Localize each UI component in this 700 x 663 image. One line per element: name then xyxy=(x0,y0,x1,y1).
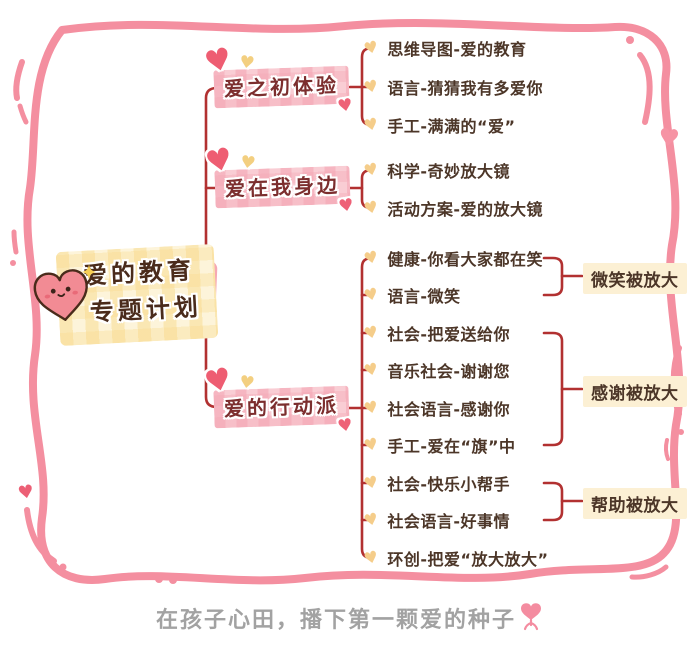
heart-bullet-icon: ♥ xyxy=(361,508,381,531)
leaf-item: ♥ 科学-奇妙放大镜 xyxy=(361,157,510,183)
leaf-text: 社会语言-好事情 xyxy=(387,512,510,531)
leaf-item: ♥ 语言-微笑 xyxy=(361,282,461,308)
leaf-item: ♥ 手工-满满的“爱” xyxy=(361,112,516,138)
frame-dot xyxy=(626,36,634,44)
branch-label: 爱的行动派 xyxy=(223,393,340,421)
leaf-item: ♥ 活动方案-爱的放大镜 xyxy=(361,195,543,221)
heart-bullet-icon: ♥ xyxy=(361,321,381,344)
frame-dot xyxy=(59,563,67,571)
frame-accent-top-left xyxy=(13,59,25,101)
leaf-item: ♥ 社会语言-感谢你 xyxy=(361,395,510,421)
leaf-text: 语言-微笑 xyxy=(387,287,461,306)
frame-dot xyxy=(10,260,16,266)
smiling-heart-icon xyxy=(33,264,96,321)
heart-sprout-icon xyxy=(521,603,541,631)
leaf-text: 手工-爱在“旗”中 xyxy=(387,437,516,456)
leaf-item: ♥ 语言-猜猜我有多爱你 xyxy=(361,74,543,100)
branch-label: 爱在我身边 xyxy=(224,173,341,201)
frame-dot xyxy=(678,429,684,435)
callout-box: 微笑被放大 xyxy=(583,263,687,294)
leaf-text: 音乐社会-谢谢您 xyxy=(387,362,510,381)
leaf-text: 社会-把爱送给你 xyxy=(387,325,510,344)
frame-dot xyxy=(155,575,163,583)
callout-box: 感谢被放大 xyxy=(583,376,687,407)
heart-bullet-icon: ♥ xyxy=(361,158,381,181)
leaf-text: 思维导图-爱的教育 xyxy=(387,40,527,59)
heart-bullet-icon: ♥ xyxy=(361,471,381,494)
callout-bracket-2 xyxy=(542,331,564,447)
leaf-text: 环创-把爱“放大放大” xyxy=(387,550,549,569)
footer-caption: 在孩子心田，播下第一颗爱的种子 xyxy=(0,602,700,634)
branch-node-1: ♥ ♥ ♥ 爱之初体验 xyxy=(201,40,357,117)
frame-dot xyxy=(169,576,177,584)
frame-accent-bottom-right xyxy=(629,564,669,580)
branch-node-3: ♥ ♥ ♥ 爱的行动派 xyxy=(201,360,357,437)
leaf-text: 手工-满满的“爱” xyxy=(387,117,516,136)
leaf-item: ♥ 健康-你看大家都在笑 xyxy=(361,245,543,271)
leaf-item: ♥ 环创-把爱“放大放大” xyxy=(361,545,549,571)
heart-bullet-icon: ♥ xyxy=(361,196,381,219)
callout-box: 帮助被放大 xyxy=(583,488,687,519)
leaf-item: ♥ 社会-把爱送给你 xyxy=(361,320,510,346)
leaf-item: ♥ 思维导图-爱的教育 xyxy=(361,35,527,61)
callout-bracket-3 xyxy=(542,481,564,522)
frame-accent-top-right xyxy=(637,52,653,125)
leaf-item: ♥ 社会语言-好事情 xyxy=(361,507,510,533)
leaf-text: 健康-你看大家都在笑 xyxy=(387,250,543,269)
heart-bullet-icon: ♥ xyxy=(361,283,381,306)
heart-bullet-icon: ♥ xyxy=(361,36,381,59)
leaf-item: ♥ 音乐社会-谢谢您 xyxy=(361,357,510,383)
root-node: 爱的教育 专题计划 xyxy=(33,243,220,348)
heart-bullet-icon: ♥ xyxy=(361,75,381,98)
leaf-text: 社会-快乐小帮手 xyxy=(387,475,510,494)
frame-accent-bottom-left xyxy=(24,507,57,564)
leaf-text: 活动方案-爱的放大镜 xyxy=(387,200,543,219)
leaf-text: 语言-猜猜我有多爱你 xyxy=(387,79,543,98)
callout-bracket-1 xyxy=(542,256,564,297)
leaf-item: ♥ 手工-爱在“旗”中 xyxy=(361,432,516,458)
heart-bullet-icon: ♥ xyxy=(361,546,381,569)
heart-bullet-icon: ♥ xyxy=(361,433,381,456)
branch-label: 爱之初体验 xyxy=(223,73,340,101)
heart-bullet-icon: ♥ xyxy=(361,396,381,419)
heart-bullet-icon: ♥ xyxy=(361,113,381,136)
leaf-item: ♥ 社会-快乐小帮手 xyxy=(361,470,510,496)
footer-text: 在孩子心田，播下第一颗爱的种子 xyxy=(155,608,516,633)
heart-bullet-icon: ♥ xyxy=(361,246,381,269)
leaf-text: 科学-奇妙放大镜 xyxy=(387,162,510,181)
heart-bullet-icon: ♥ xyxy=(361,358,381,381)
leaf-text: 社会语言-感谢你 xyxy=(387,400,510,419)
branch-node-2: ♥ ♥ ♥ 爱在我身边 xyxy=(202,140,358,217)
sparkle-icon xyxy=(82,264,96,280)
